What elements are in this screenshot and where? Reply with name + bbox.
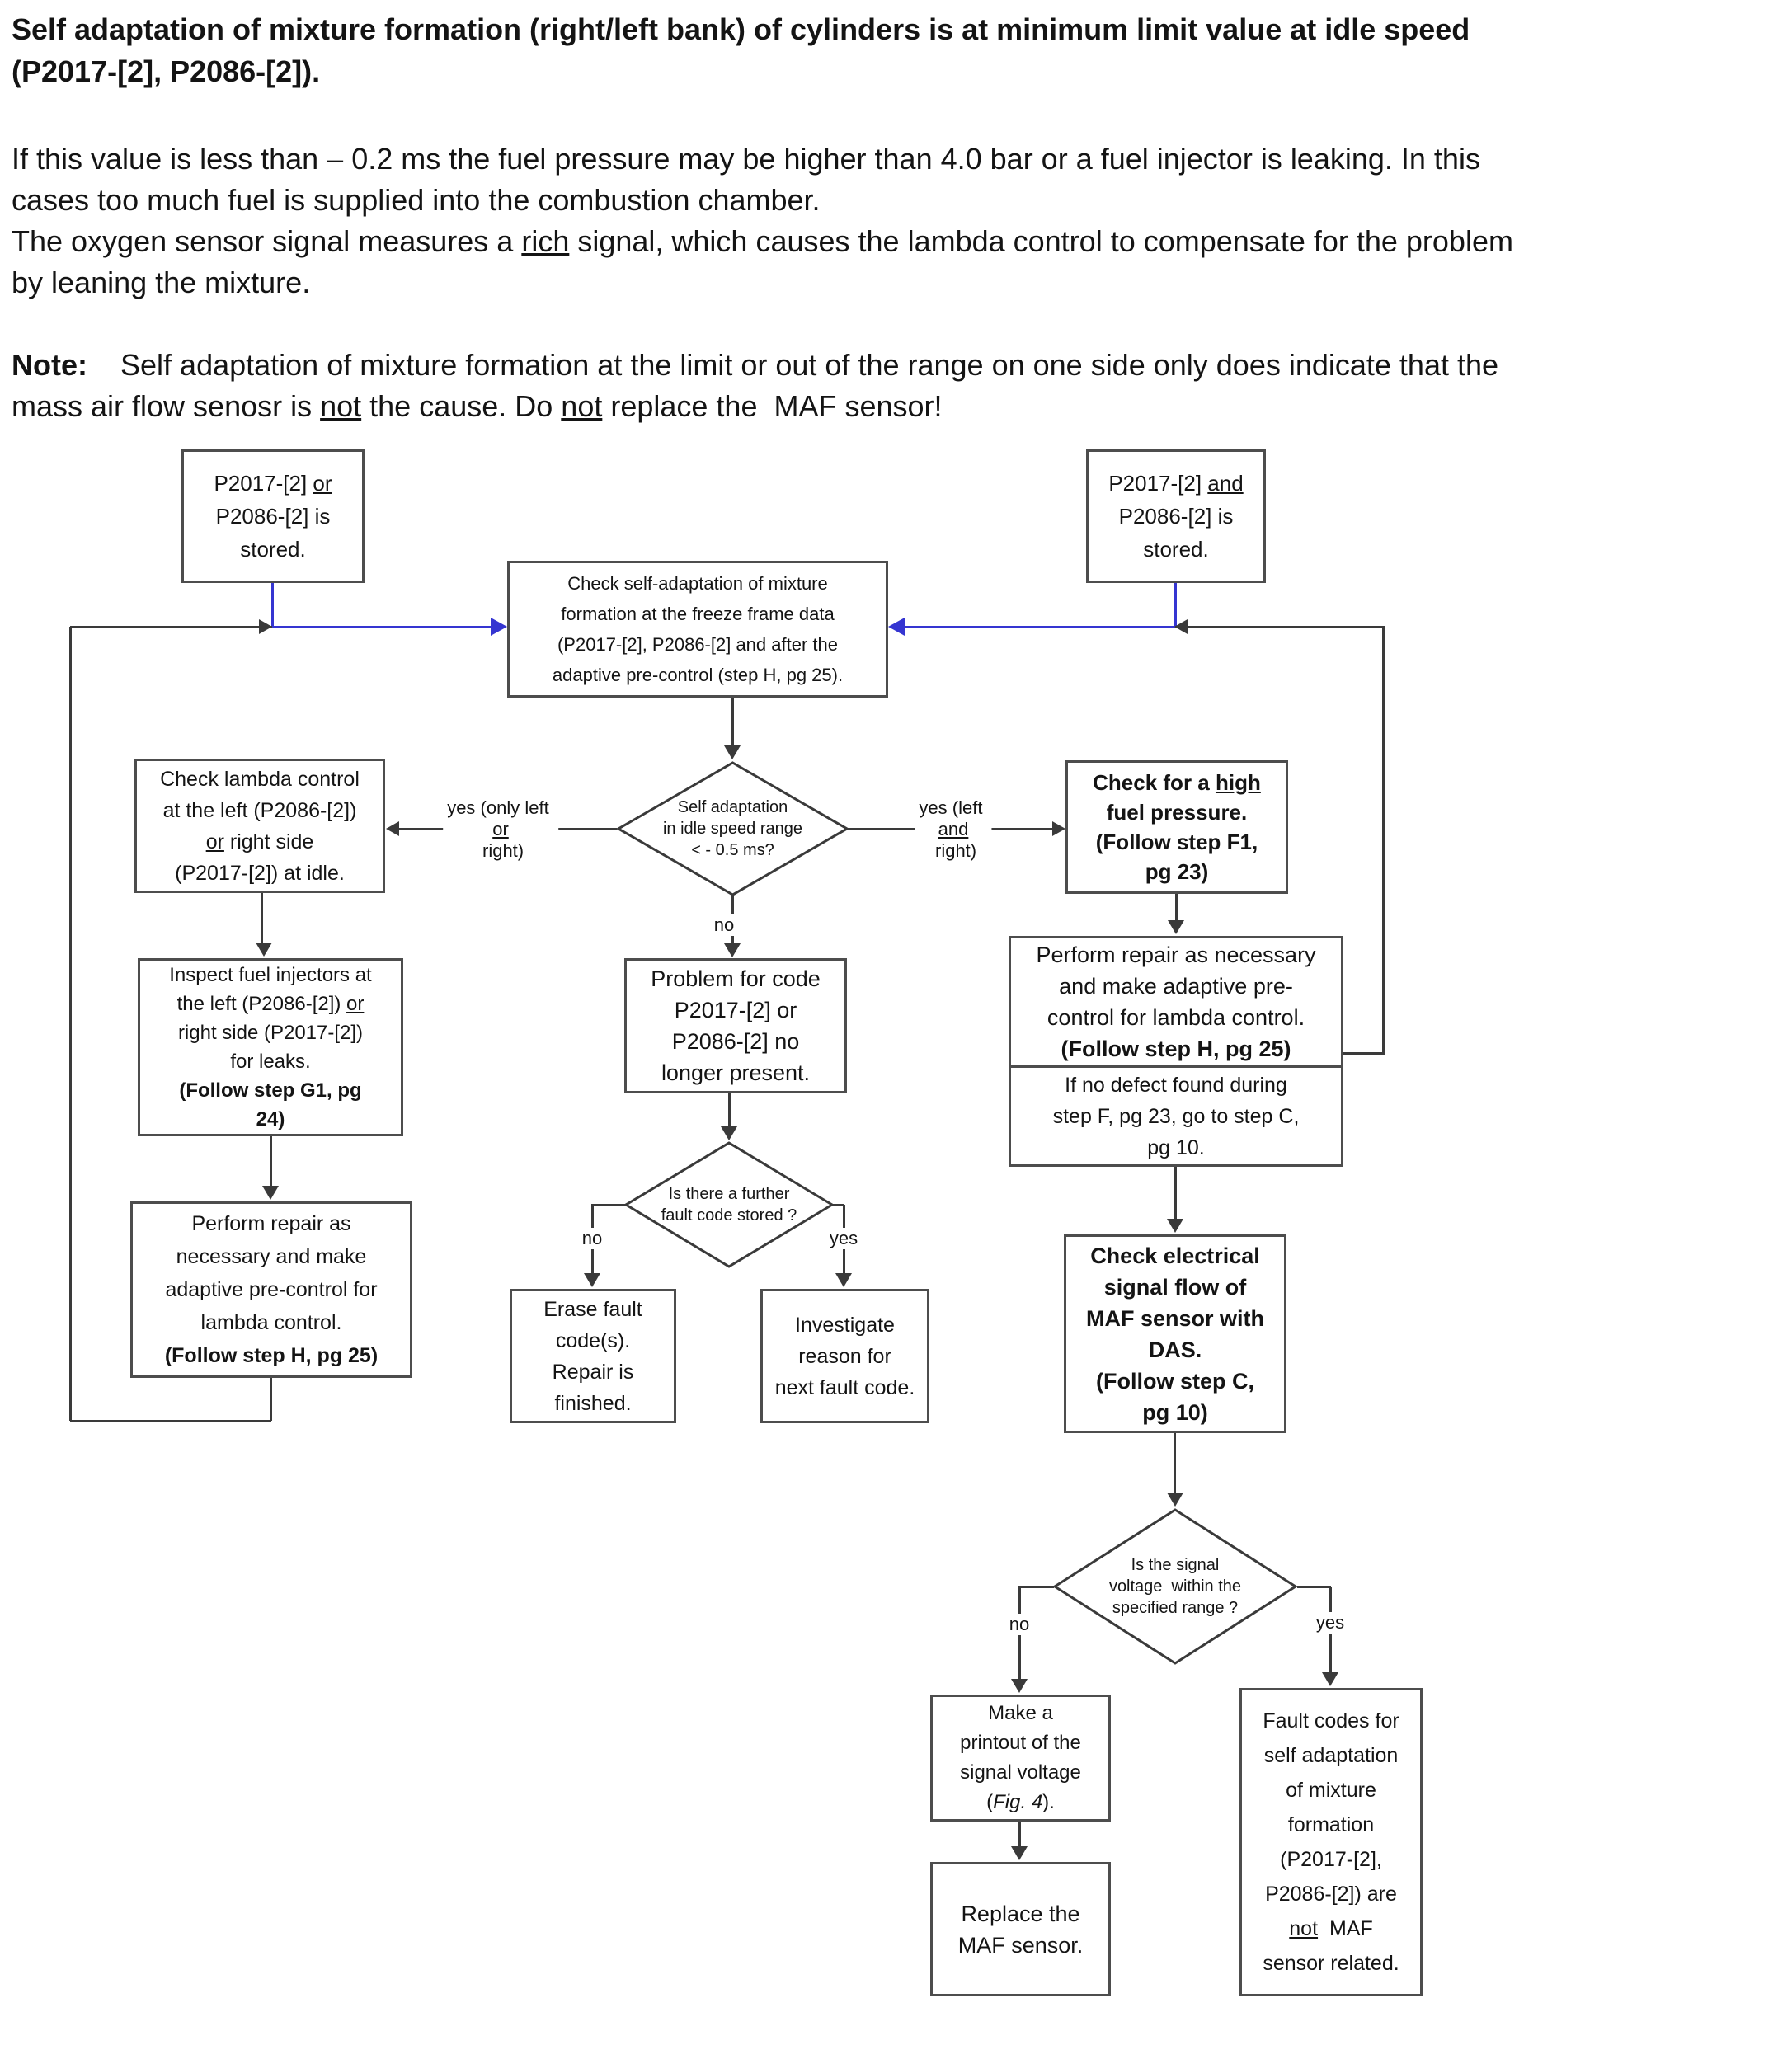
connector-line [728,1093,731,1128]
arrowhead-down-icon [1011,1846,1028,1860]
connector-line [1174,1167,1177,1220]
diamond-shape [617,761,849,896]
edge-label-yes: yes [1311,1612,1349,1634]
edge-label-no: no [1004,1614,1034,1635]
page-title: Self adaptation of mixture formation (ri… [12,12,1470,88]
connector-line [591,1204,626,1206]
arrowhead-right-icon [1052,821,1065,836]
arrowhead-down-icon [721,1126,737,1140]
diamond-shape [624,1141,834,1268]
connector-line [271,581,274,628]
arrowhead-down-icon [1322,1672,1338,1686]
arrowhead-left-icon [888,618,905,636]
connector-line [832,1204,844,1206]
edge-label-yes-only-left-or-right: yes (only left or right) [443,797,558,862]
arrowhead-down-icon [724,745,741,759]
arrowhead-down-icon [1168,920,1184,934]
connector-line [1382,627,1385,1053]
connector-line [1175,892,1178,922]
edge-label-no: no [577,1228,607,1249]
arrowhead-right-icon [259,619,272,634]
connector-line [1297,1586,1331,1588]
arrowhead-down-icon [724,943,741,957]
connector-line [1174,581,1177,628]
note-paragraph: Note: Self adaptation of mixture formati… [12,348,1499,423]
connector-line [731,697,734,747]
arrowhead-down-icon [835,1273,852,1287]
arrowhead-down-icon [256,943,272,957]
connector-line [1174,1432,1176,1494]
connector-line [270,1135,272,1187]
connector-line [70,1420,271,1422]
edge-label-yes-left-and-right: yes (left and right) [915,797,992,862]
arrowhead-right-icon [491,618,507,636]
arrowhead-down-icon [1167,1219,1183,1233]
diamond-shape [1053,1508,1297,1665]
connector-line [261,892,263,944]
connector-line [1175,626,1385,628]
arrowhead-down-icon [1011,1679,1028,1693]
connector-line [1018,1820,1021,1848]
connector-line [69,627,72,1421]
connector-line [70,626,272,628]
arrowhead-left-icon [1174,619,1188,634]
connector-line [1018,1586,1054,1588]
arrowhead-left-icon [386,821,399,836]
arrowhead-down-icon [584,1273,600,1287]
arrowhead-down-icon [262,1186,279,1200]
arrowhead-down-icon [1167,1493,1183,1507]
connector-line [270,1377,272,1421]
edge-label-no: no [709,914,739,936]
connector-line [272,626,495,628]
connector-line [1342,1052,1385,1055]
intro-paragraph: If this value is less than – 0.2 ms the … [12,142,1513,299]
connector-line [901,626,1175,628]
edge-label-yes: yes [825,1228,863,1249]
